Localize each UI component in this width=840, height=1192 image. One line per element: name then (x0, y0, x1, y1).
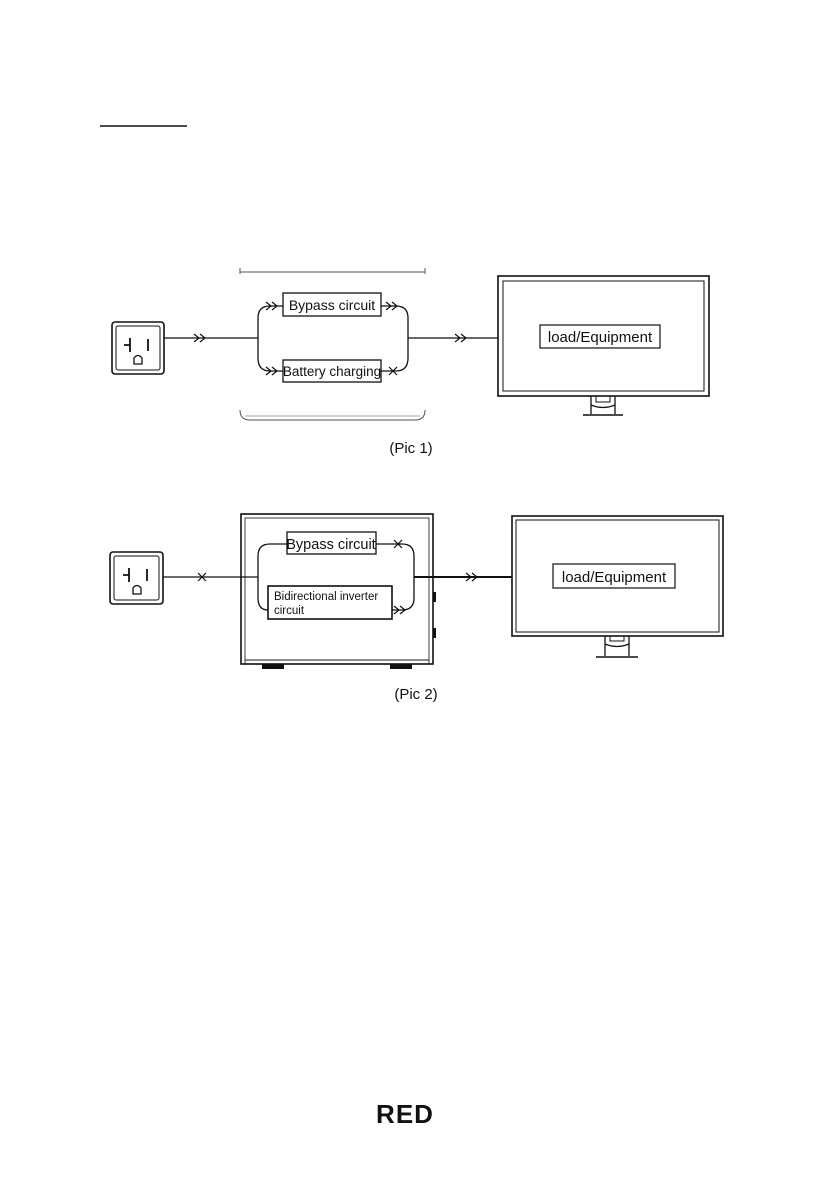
load-equipment-label: load/Equipment (562, 569, 667, 586)
wall-outlet-icon (112, 322, 164, 374)
inverter-label-line2: circuit (274, 605, 305, 617)
device-outline-base (240, 410, 425, 420)
wall-outlet-icon (110, 552, 163, 604)
load-equipment-label: load/Equipment (548, 329, 653, 346)
diagram-pic1: Bypass circuit Battery charging load/Equ… (112, 268, 709, 457)
pic1-caption: (Pic 1) (389, 440, 432, 457)
brand-logo: RED (376, 1099, 434, 1129)
inverter-label-line1: Bidirectional inverter (274, 591, 378, 603)
bypass-circuit-label: Bypass circuit (286, 537, 375, 553)
diagram-pic2: Bypass circuit Bidirectional inverter ci… (110, 514, 723, 703)
pic2-caption: (Pic 2) (394, 686, 437, 703)
bypass-circuit-label: Bypass circuit (289, 297, 375, 313)
battery-charging-label: Battery charging (283, 364, 381, 379)
